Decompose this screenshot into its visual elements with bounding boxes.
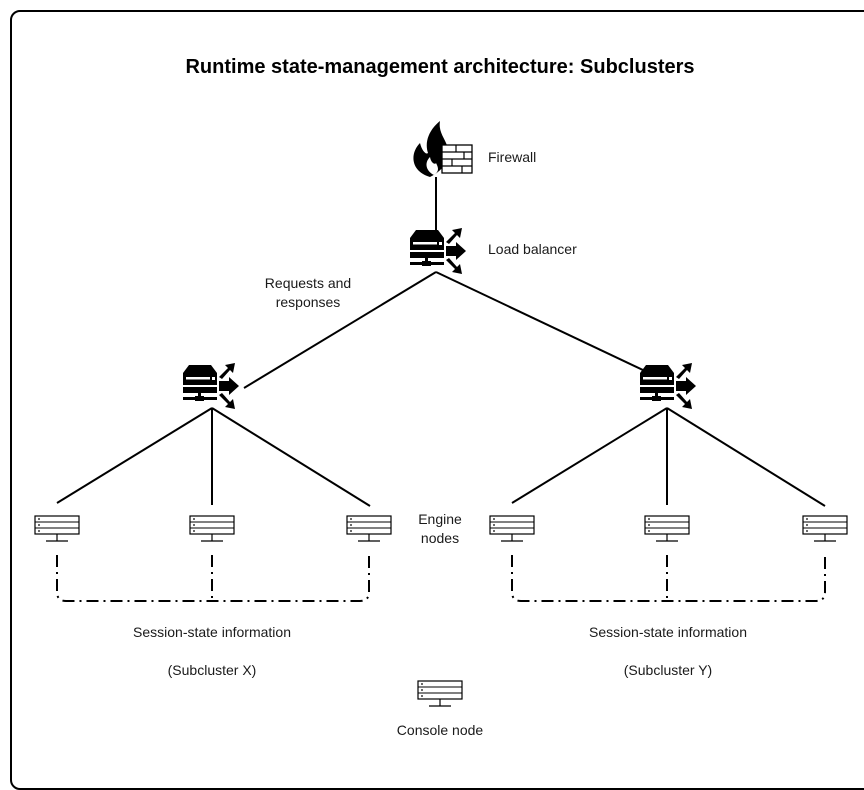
load-balancer-label: Load balancer	[488, 241, 577, 257]
server-icon	[346, 515, 392, 542]
subcluster-y-label: (Subcluster Y)	[624, 662, 712, 678]
engine-nodes-label-line2: nodes	[421, 530, 459, 546]
console-server-icon	[417, 680, 463, 707]
right-engine1-link	[511, 407, 668, 504]
right-engine3-link	[666, 407, 826, 507]
session-state-label-y: Session-state information	[589, 624, 747, 640]
connection-lines	[56, 177, 826, 507]
session-state-label-x: Session-state information	[133, 624, 291, 640]
server-icon	[644, 515, 690, 542]
engine-nodes-label-line1: Engine	[418, 511, 462, 527]
lb-left-link	[243, 271, 437, 389]
session-state-links	[56, 555, 826, 602]
session-bracket-y	[511, 555, 826, 602]
diagram-title: Runtime state-management architecture: S…	[185, 56, 694, 78]
requests-label-line2: responses	[276, 294, 341, 310]
firewall-icon	[413, 121, 473, 177]
server-icon	[802, 515, 848, 542]
server-icon	[489, 515, 535, 542]
left-engine1-link	[56, 407, 213, 504]
requests-label-line1: Requests and	[265, 275, 351, 291]
load-balancer-icon-subcluster-x	[183, 363, 239, 409]
subcluster-x-label: (Subcluster X)	[168, 662, 257, 678]
console-node-label: Console node	[397, 722, 484, 738]
firewall-label: Firewall	[488, 149, 536, 165]
lb-right-link	[435, 271, 665, 381]
load-balancer-icon	[410, 228, 466, 274]
session-bracket-x	[56, 555, 370, 602]
left-engine3-link	[211, 407, 371, 507]
architecture-diagram: Runtime state-management architecture: S…	[34, 56, 848, 738]
server-icon	[189, 515, 235, 542]
server-icon	[34, 515, 80, 542]
load-balancer-icon-subcluster-y	[640, 363, 696, 409]
